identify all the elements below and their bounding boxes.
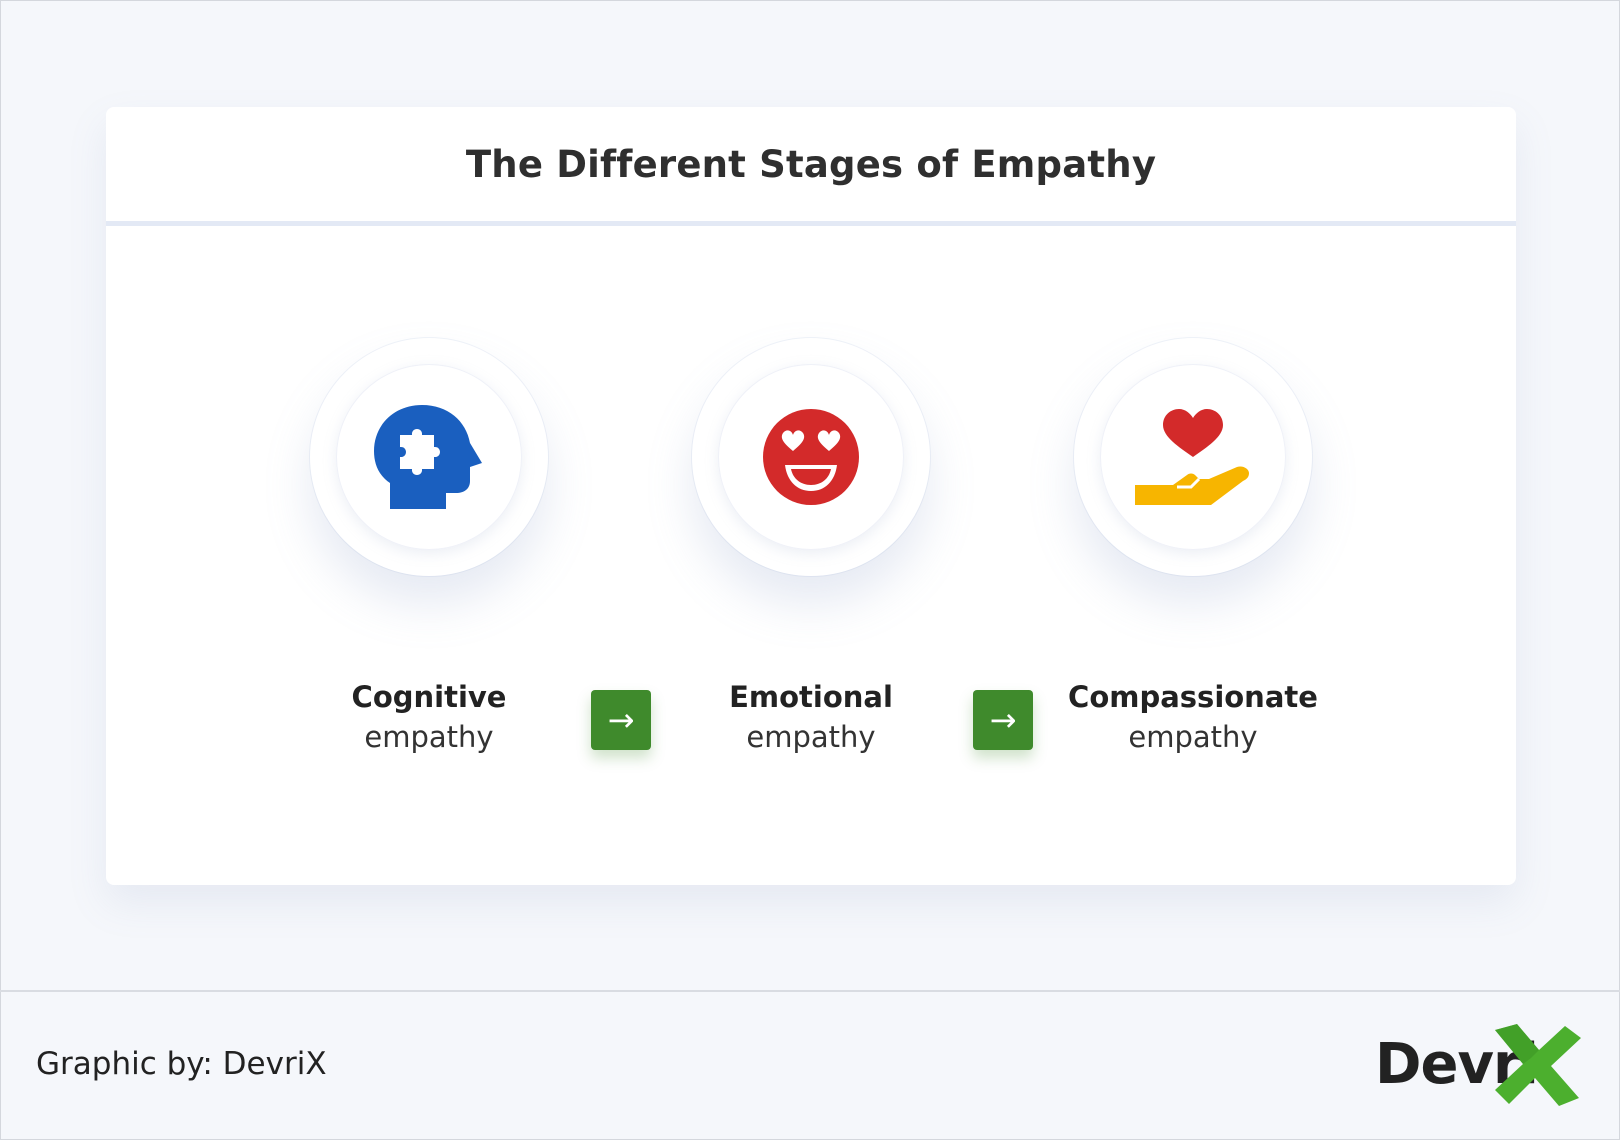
stage-name: Compassionate: [1068, 680, 1318, 714]
arrow-right-icon: →: [989, 701, 1017, 739]
stage-emotional-label: Emotional empathy: [661, 677, 961, 757]
arrow-cognitive-to-emotional: →: [591, 690, 651, 750]
stage-cognitive-icon-holder: [336, 364, 522, 550]
stage-name: Cognitive: [351, 680, 507, 714]
stage-cognitive-label: Cognitive empathy: [279, 677, 579, 757]
graphic-credit: Graphic by: DevriX: [36, 1046, 327, 1082]
head-puzzle-icon: [374, 405, 482, 509]
stage-name: Emotional: [729, 680, 893, 714]
arrow-right-icon: →: [607, 701, 635, 739]
stage-emotional-circle: [692, 338, 930, 576]
diagram-title: The Different Stages of Empathy: [465, 142, 1157, 186]
stage-compassionate-label: Compassionate empathy: [1043, 677, 1343, 757]
stage-subtitle: empathy: [364, 720, 494, 754]
devrix-logo: Devri: [1375, 1024, 1585, 1106]
logo-x-mark-icon: [1495, 1024, 1581, 1106]
stage-subtitle: empathy: [1128, 720, 1258, 754]
arrow-emotional-to-compassionate: →: [973, 690, 1033, 750]
footer-divider: [0, 990, 1620, 992]
stage-compassionate-circle: [1074, 338, 1312, 576]
stage-compassionate-icon-holder: [1100, 364, 1286, 550]
stage-subtitle: empathy: [746, 720, 876, 754]
stage-emotional-icon-holder: [718, 364, 904, 550]
card-header: The Different Stages of Empathy: [106, 107, 1516, 226]
diagram-card: The Different Stages of Empathy Cognitiv…: [106, 107, 1516, 885]
heart-eyes-face-icon: [763, 409, 859, 505]
hand-heart-icon: [1135, 409, 1249, 505]
stage-cognitive-circle: [310, 338, 548, 576]
